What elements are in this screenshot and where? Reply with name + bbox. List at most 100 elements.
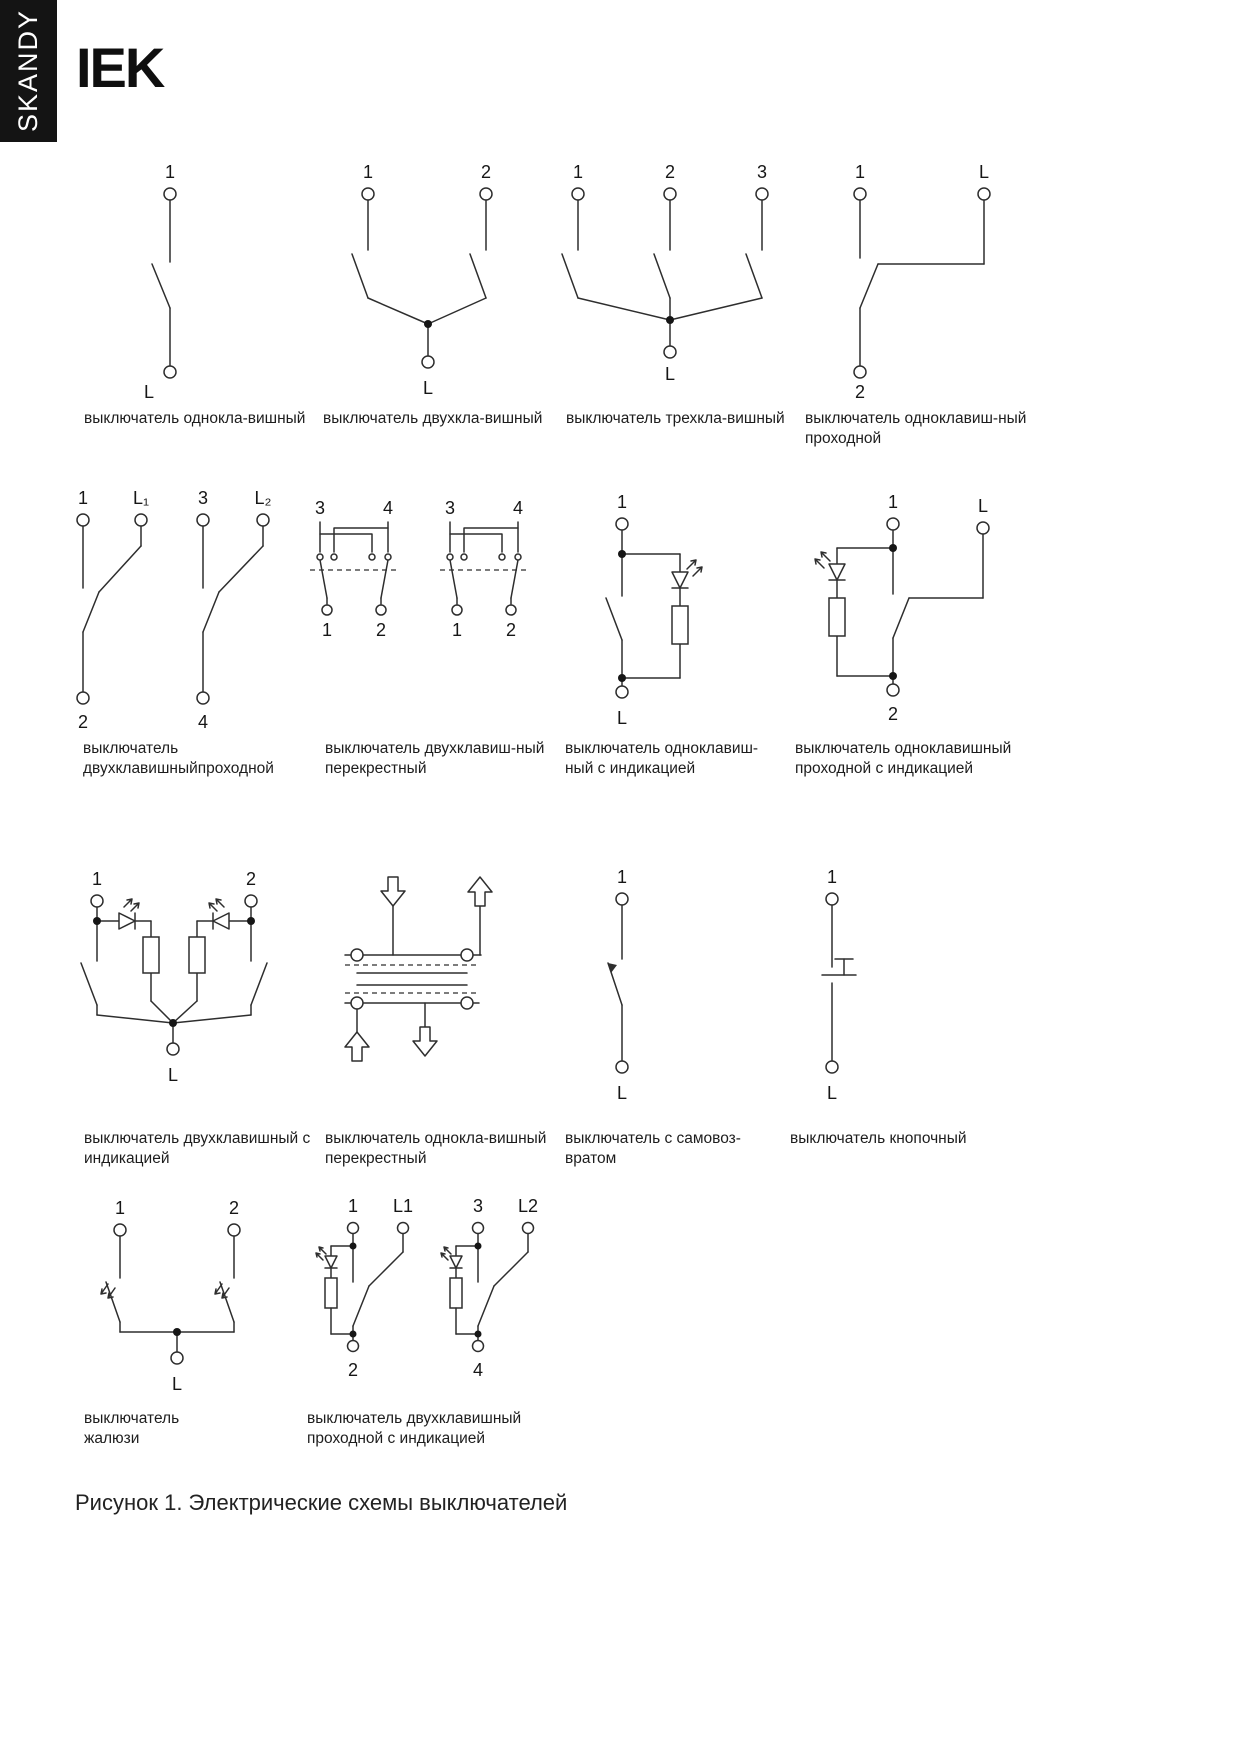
single-indicator-schematic: 1 L xyxy=(605,492,703,728)
contact xyxy=(350,996,364,1010)
two-way-indicator-unit: 1 L1 2 xyxy=(315,1196,413,1380)
cross-switch-unit: 3 4 1 2 xyxy=(310,498,396,640)
junction-dot xyxy=(93,917,101,925)
junction-dot xyxy=(474,1330,482,1338)
diagram-caption: выключатель с самовоз- вратом xyxy=(565,1130,741,1168)
blind-direction-arrows xyxy=(100,1283,116,1299)
terminal xyxy=(76,691,90,705)
terminal-label: 3 xyxy=(315,498,325,518)
single-cross-schematic xyxy=(344,876,493,1062)
emission-arrows xyxy=(315,1246,327,1261)
diagram-triple-gang: 1 2 3 L выключатель трехкла-вишный xyxy=(538,150,785,429)
push-actuator xyxy=(821,958,857,976)
terminal xyxy=(471,1221,485,1235)
led-icon xyxy=(208,898,230,930)
diagram-caption: выключатель одноклавиш-ный проходной xyxy=(805,410,1027,448)
momentary-schematic: 1 L xyxy=(607,867,629,1103)
switch-blade xyxy=(151,263,171,309)
switch-blade xyxy=(605,597,623,641)
junction-dot xyxy=(247,917,255,925)
terminal xyxy=(825,1060,839,1074)
switch-blade xyxy=(653,253,671,299)
terminal xyxy=(321,604,333,616)
switch-blade xyxy=(82,591,100,633)
terminal xyxy=(134,513,148,527)
resistor xyxy=(188,936,206,974)
diagram-caption: выключатель трехкла-вишный xyxy=(566,410,785,427)
terminal xyxy=(825,892,839,906)
terminal-label: L2 xyxy=(518,1196,538,1216)
up-arrow-icon xyxy=(467,876,493,907)
terminal-label: L xyxy=(172,1374,182,1394)
led-icon xyxy=(814,551,846,581)
double-two-way-schematic: 1 L₁ 3 L₂ 2 4 xyxy=(76,488,272,732)
switch-blade xyxy=(469,253,487,299)
switch-blade xyxy=(561,253,579,299)
down-arrow-icon xyxy=(380,876,406,907)
terminal-label: L xyxy=(665,364,675,384)
terminal-label: 3 xyxy=(473,1196,483,1216)
terminal xyxy=(346,1221,360,1235)
up-arrow-icon xyxy=(344,1031,370,1062)
terminal xyxy=(90,894,104,908)
terminal xyxy=(244,894,258,908)
wires xyxy=(351,199,487,357)
contact xyxy=(514,553,522,561)
terminal xyxy=(421,355,435,369)
terminal xyxy=(521,1221,535,1235)
contact xyxy=(460,996,474,1010)
switch-blade xyxy=(319,559,328,599)
single-gang-schematic: 1 L xyxy=(144,162,177,402)
terminal-label: 2 xyxy=(376,620,386,640)
terminal-label: 2 xyxy=(78,712,88,732)
diagram-caption: выключатель кнопочный xyxy=(790,1130,967,1147)
junction-dot xyxy=(618,550,626,558)
switch-blade xyxy=(202,591,220,633)
led-icon xyxy=(118,898,140,930)
terminal-label: 2 xyxy=(506,620,516,640)
terminal-label: 2 xyxy=(665,162,675,182)
terminal-label: 1 xyxy=(363,162,373,182)
junction-dot xyxy=(169,1019,177,1027)
terminal-label: 1 xyxy=(348,1196,358,1216)
terminal-label: L₁ xyxy=(133,488,149,508)
terminal xyxy=(375,604,387,616)
contact xyxy=(350,948,364,962)
emission-arrows xyxy=(686,559,703,577)
terminal xyxy=(451,604,463,616)
diagram-double-indicator: 1 2 L выключатель двухклавишный с индика… xyxy=(45,855,310,1170)
terminal-label: 1 xyxy=(617,492,627,512)
switch-blade xyxy=(80,962,98,1006)
terminal-label: 1 xyxy=(888,492,898,512)
switch-blade xyxy=(892,597,910,639)
terminal xyxy=(615,1060,629,1074)
terminal xyxy=(471,1339,485,1353)
terminal xyxy=(615,685,629,699)
terminal xyxy=(113,1223,127,1237)
terminal-label: 2 xyxy=(229,1198,239,1218)
terminal xyxy=(663,345,677,359)
switch-blade xyxy=(745,253,763,299)
terminal xyxy=(755,187,769,201)
wires xyxy=(605,529,681,687)
wires xyxy=(82,525,264,693)
terminal xyxy=(886,683,900,697)
diagram-single-indicator: 1 L выключатель одноклавиш- ный с индика… xyxy=(560,480,770,780)
resistor xyxy=(449,1277,463,1309)
double-two-way-indicator-schematic: 1 L1 2 xyxy=(315,1196,538,1380)
switch-blade xyxy=(219,1281,235,1323)
terminal xyxy=(196,513,210,527)
junction-dot xyxy=(666,316,674,324)
diagram-double-gang: 1 2 L выключатель двухкла-вишный xyxy=(302,150,542,429)
terminal-label: L xyxy=(144,382,154,402)
diagram-double-two-way-indicator: 1 L1 2 xyxy=(300,1190,570,1450)
diagram-caption: выключатель двухкла-вишный xyxy=(323,410,543,427)
junction-dot xyxy=(424,320,432,328)
terminal xyxy=(663,187,677,201)
terminal-label: 3 xyxy=(757,162,767,182)
terminal-label: L xyxy=(168,1065,178,1085)
terminal xyxy=(196,691,210,705)
switch-blade xyxy=(105,1281,121,1323)
contact xyxy=(498,553,506,561)
blinds-schematic: 1 2 L xyxy=(100,1198,241,1394)
